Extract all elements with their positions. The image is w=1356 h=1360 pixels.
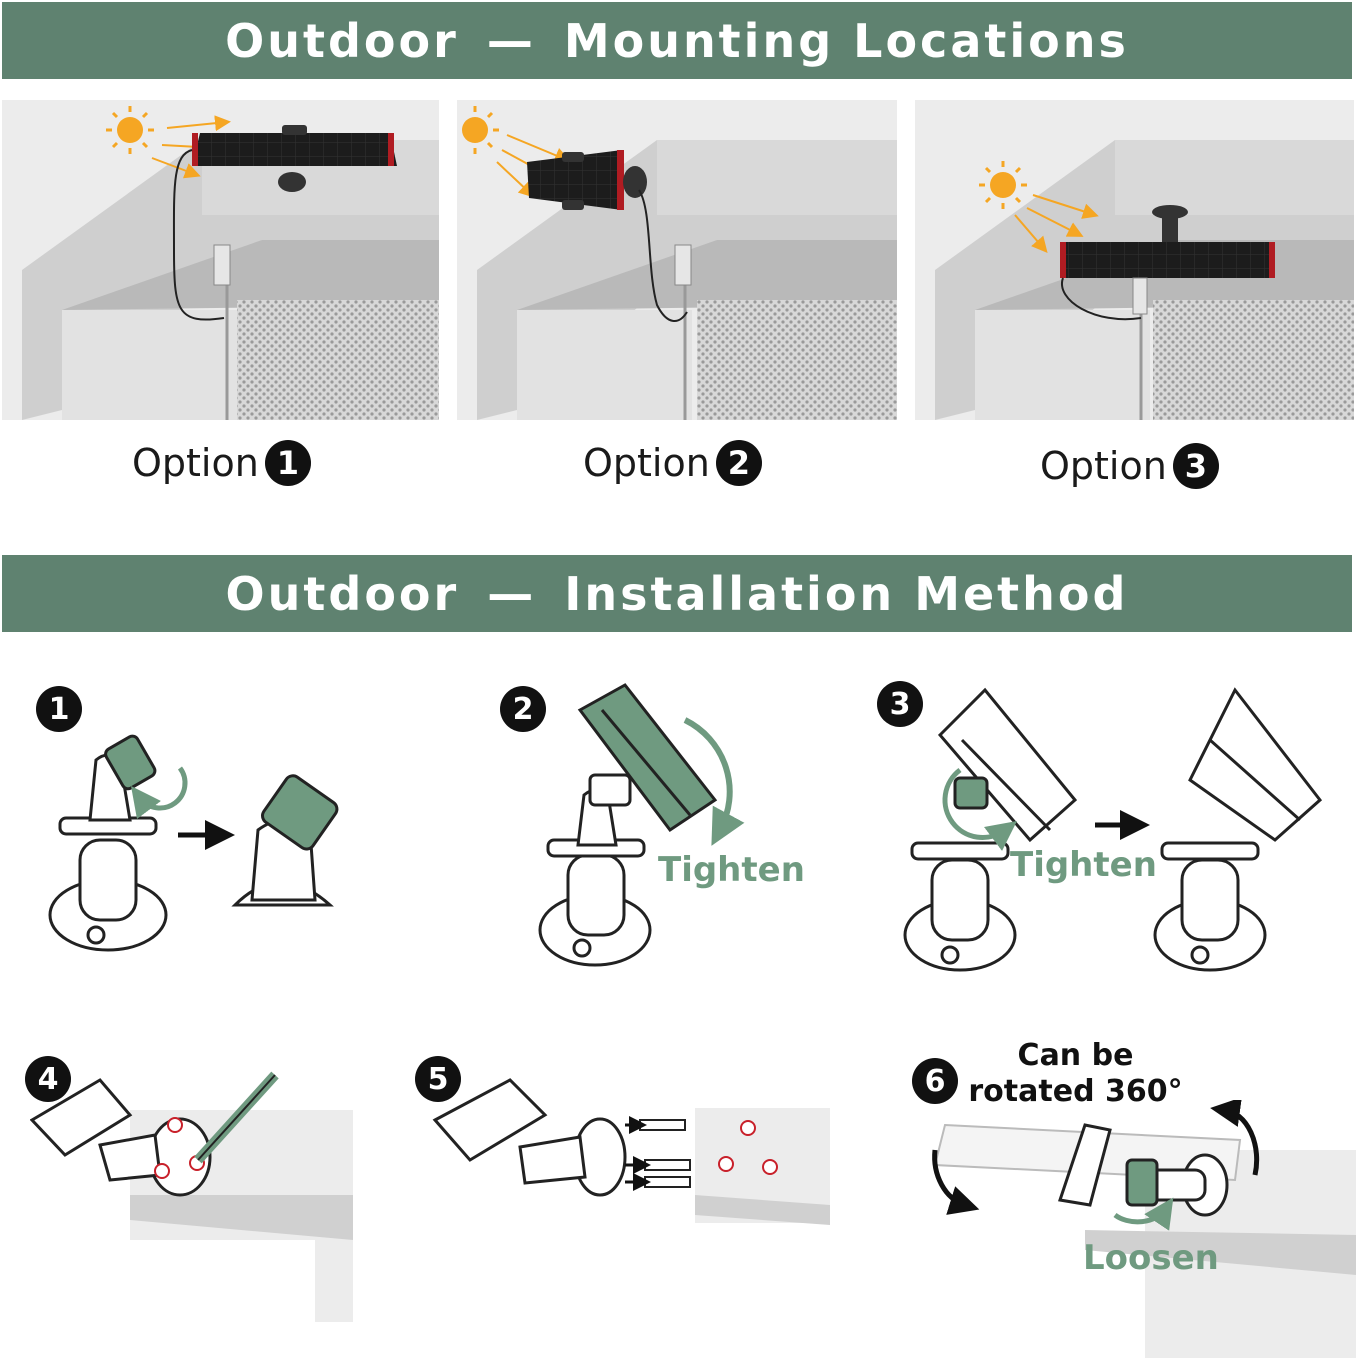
option-text: Option bbox=[1040, 444, 1167, 488]
option-2-label: Option 2 bbox=[583, 440, 762, 486]
mounting-option-2-illustration bbox=[457, 100, 897, 420]
rotate-arrow-icon bbox=[683, 717, 745, 846]
banner-outdoor-text: Outdoor bbox=[225, 13, 459, 68]
rotate-arrow-icon bbox=[1210, 1100, 1260, 1176]
camera-mount-icon bbox=[30, 1078, 212, 1197]
solar-panel-icon bbox=[1060, 205, 1275, 278]
camera-mount-icon bbox=[432, 1078, 627, 1197]
camera-mount-icon bbox=[903, 841, 1017, 972]
sun-icon bbox=[106, 106, 154, 154]
knob-icon bbox=[1125, 1158, 1159, 1207]
step-2-illustration bbox=[538, 683, 745, 967]
step-6-illustration bbox=[932, 1100, 1356, 1358]
mounting-option-1-illustration bbox=[2, 100, 439, 420]
sun-icon bbox=[462, 106, 499, 154]
rotate-arrow-icon bbox=[130, 766, 188, 820]
option-number-badge: 1 bbox=[264, 440, 311, 486]
rotate-arrow-icon bbox=[942, 768, 1018, 851]
phone-holder-icon bbox=[577, 683, 718, 833]
banner-title-text: Mounting Locations bbox=[563, 13, 1129, 68]
step-6-badge: 6 bbox=[912, 1058, 958, 1104]
pencil-icon bbox=[194, 1071, 279, 1164]
step-3-tighten-caption: Tighten bbox=[1010, 845, 1157, 885]
step-5-illustration bbox=[432, 1078, 830, 1225]
installation-method-banner: Outdoor — Installation Method bbox=[2, 555, 1352, 632]
banner-dash: — bbox=[487, 566, 537, 621]
rotation-note: Can be rotated 360° bbox=[968, 1038, 1183, 1109]
sun-icon bbox=[979, 161, 1027, 209]
knob-icon bbox=[953, 776, 989, 810]
mounting-locations-banner: Outdoor — Mounting Locations bbox=[2, 2, 1352, 79]
phone-holder-icon bbox=[937, 687, 1078, 843]
mounting-option-3-illustration bbox=[915, 100, 1354, 420]
banner-dash: — bbox=[486, 13, 536, 68]
rotate-arrow-icon bbox=[932, 1149, 980, 1215]
option-text: Option bbox=[132, 441, 259, 485]
banner-outdoor-text: Outdoor bbox=[225, 566, 460, 621]
knob-icon bbox=[104, 734, 157, 791]
rotate-arrow-icon bbox=[1113, 1197, 1174, 1231]
step-5-badge: 5 bbox=[415, 1056, 461, 1102]
step-2-badge: 2 bbox=[500, 686, 546, 732]
step-3-badge: 3 bbox=[877, 681, 923, 727]
camera-mount-icon bbox=[1153, 687, 1323, 972]
screw-hole-mark bbox=[154, 1117, 205, 1179]
camera-mount-icon bbox=[48, 753, 168, 952]
step-1-badge: 1 bbox=[36, 686, 82, 732]
option-number-badge: 2 bbox=[715, 440, 762, 486]
camera-mount-icon bbox=[538, 788, 652, 967]
option-3-label: Option 3 bbox=[1040, 443, 1219, 489]
step-1-illustration bbox=[48, 734, 339, 952]
step-4-badge: 4 bbox=[25, 1056, 71, 1102]
step-2-tighten-caption: Tighten bbox=[658, 850, 805, 890]
solar-panel-icon bbox=[527, 150, 647, 210]
solar-panel-icon bbox=[192, 125, 397, 192]
option-1-label: Option 1 bbox=[132, 440, 311, 486]
step-4-illustration bbox=[30, 1071, 353, 1322]
banner-title-text: Installation Method bbox=[564, 566, 1129, 621]
knob-icon bbox=[261, 774, 339, 851]
step-6-loosen-caption: Loosen bbox=[1083, 1238, 1219, 1278]
step-3-illustration bbox=[903, 687, 1323, 972]
screw-hole-mark bbox=[718, 1120, 778, 1175]
option-text: Option bbox=[583, 441, 710, 485]
wall-anchor-icon bbox=[639, 1119, 691, 1188]
option-number-badge: 3 bbox=[1172, 443, 1219, 489]
